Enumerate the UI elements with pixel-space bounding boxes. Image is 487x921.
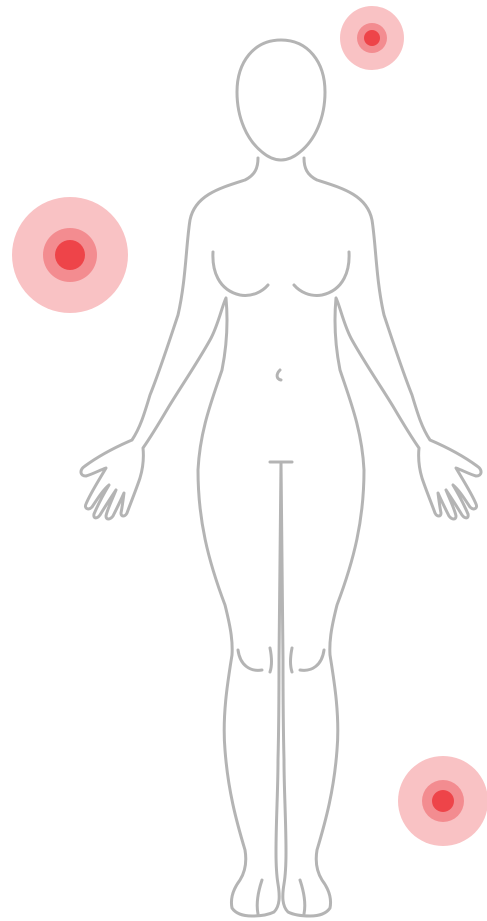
- knee-left-inner: [270, 648, 272, 672]
- foot-left: [257, 880, 262, 914]
- chest-right: [294, 252, 349, 295]
- marker-core: [55, 240, 85, 270]
- marker-core: [432, 790, 454, 812]
- chest-left: [213, 252, 268, 295]
- knee-right: [300, 650, 324, 670]
- pain-marker-bottom-right[interactable]: [398, 756, 487, 846]
- knee-left: [238, 650, 262, 670]
- pain-marker-left[interactable]: [12, 197, 128, 313]
- head-outline: [237, 40, 325, 160]
- knee-right-inner: [291, 648, 293, 672]
- foot-right: [300, 880, 305, 914]
- pain-marker-top-right[interactable]: [340, 6, 404, 70]
- navel: [277, 370, 281, 380]
- marker-core: [364, 30, 380, 46]
